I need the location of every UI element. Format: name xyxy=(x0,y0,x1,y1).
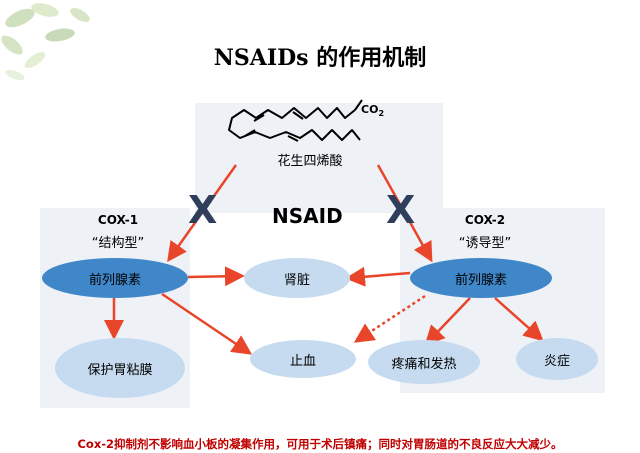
pain-fever-node: 疼痛和发热 xyxy=(368,340,480,384)
prostaglandin-right-node: 前列腺素 xyxy=(410,258,552,298)
arrow-aa-to-left-pg xyxy=(167,164,238,263)
cox2-name: COX-2 xyxy=(464,213,506,227)
hemostasis-node: 止血 xyxy=(250,340,356,378)
arrow-right-pg-to-inflammation xyxy=(494,297,544,342)
arrow-left-pg-to-hemostasis xyxy=(161,292,253,355)
arrow-right-pg-to-hemostasis xyxy=(353,294,426,343)
cox2-type: “诱导型” xyxy=(458,236,512,251)
arachidonic-acid-label: 花生四烯酸 xyxy=(277,154,343,169)
arrow-left-pg-to-kidney xyxy=(187,266,245,287)
inhibit-x-left: X xyxy=(188,188,218,232)
nsaid-label: NSAID xyxy=(272,204,343,228)
gastric-protection-node: 保护胃粘膜 xyxy=(55,338,185,398)
cox1-name: COX-1 xyxy=(97,213,139,227)
top-panel xyxy=(195,103,443,213)
inflammation-node: 炎症 xyxy=(516,338,598,380)
cox1-type: “结构型” xyxy=(91,236,145,251)
co2-label: CO2 xyxy=(361,103,385,119)
leaf-decoration xyxy=(1,3,90,81)
inhibit-x-right: X xyxy=(386,188,416,232)
arrow-right-pg-to-pain xyxy=(424,297,471,346)
kidney-node: 肾脏 xyxy=(244,258,350,298)
footer-note: Cox-2抑制剂不影响血小板的凝集作用，可用于术后镇痛；同时对胃肠道的不良反应大… xyxy=(77,437,563,451)
arrow-right-pg-to-kidney xyxy=(345,266,411,287)
arrow-aa-to-right-pg xyxy=(376,164,433,263)
slide-title: NSAIDs 的作用机制 xyxy=(213,45,427,71)
prostaglandin-left-node: 前列腺素 xyxy=(42,258,188,298)
